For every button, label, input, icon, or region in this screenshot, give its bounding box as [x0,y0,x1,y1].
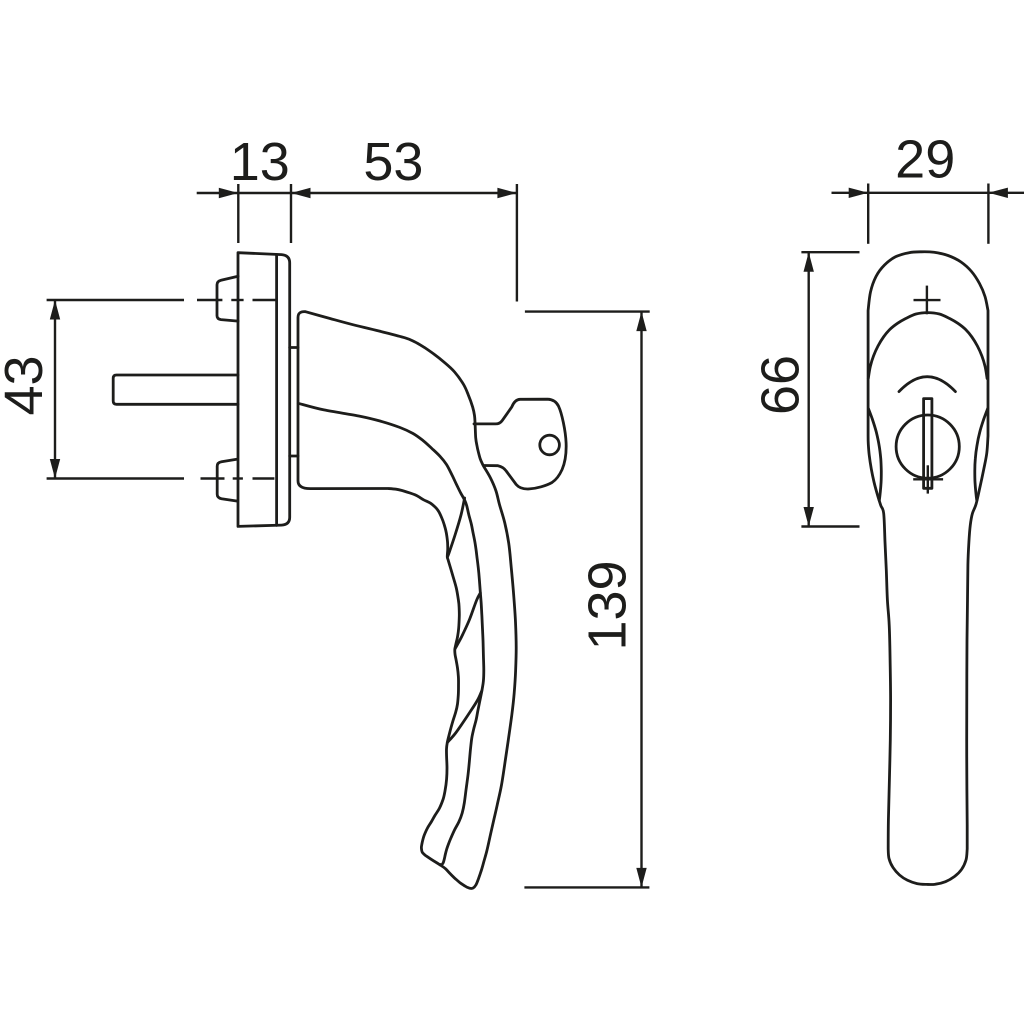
svg-text:66: 66 [751,355,811,415]
svg-text:139: 139 [578,560,638,650]
svg-text:53: 53 [363,132,423,192]
svg-text:13: 13 [230,132,290,192]
svg-text:29: 29 [895,130,955,190]
svg-text:43: 43 [0,355,54,415]
